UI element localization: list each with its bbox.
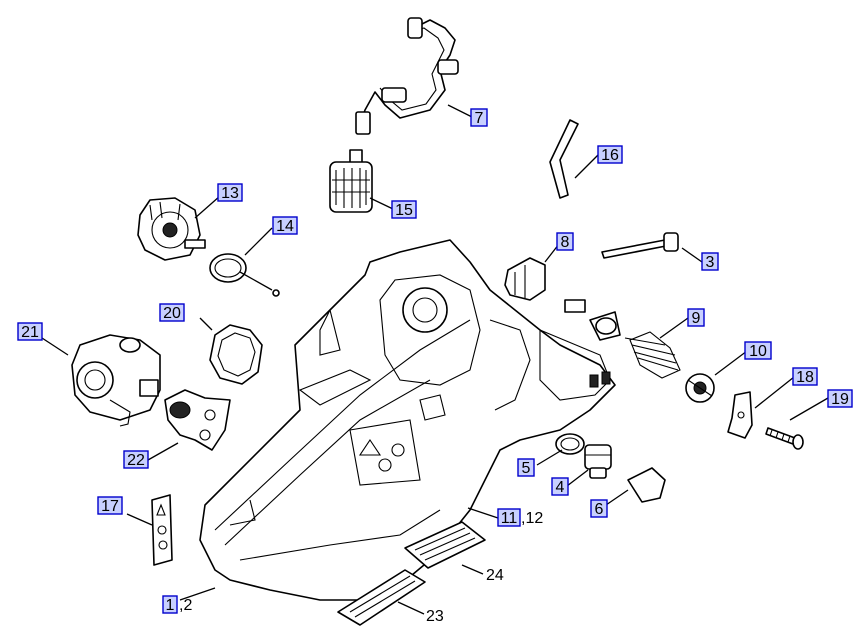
callout-11[interactable]: 11 ,12 xyxy=(497,508,543,527)
callout-20-number: 20 xyxy=(163,305,181,322)
callout-8[interactable]: 8 xyxy=(556,232,574,251)
spring-9-drawing xyxy=(564,299,681,379)
seal-ring-14-drawing xyxy=(209,253,280,297)
callout-4-number: 4 xyxy=(556,479,565,496)
leader-lines xyxy=(41,104,829,615)
callout-4[interactable]: 4 xyxy=(551,477,569,496)
callout-21[interactable]: 21 xyxy=(17,322,43,341)
carburetor-drawing xyxy=(71,334,161,427)
callout-10[interactable]: 10 xyxy=(744,341,772,360)
callout-11-number: 11 xyxy=(501,510,518,527)
fuel-hose-drawing xyxy=(355,17,459,135)
bracket-22-drawing xyxy=(164,389,231,451)
callout-1-number: 1 xyxy=(166,597,175,614)
bolt-3-drawing xyxy=(601,232,679,259)
callout-7-number: 7 xyxy=(475,110,484,127)
callout-6-number: 6 xyxy=(595,501,604,518)
callout-13[interactable]: 13 xyxy=(217,183,243,202)
callout-11-suffix: ,12 xyxy=(521,510,543,527)
callout-15[interactable]: 15 xyxy=(391,200,417,219)
plate-24-drawing xyxy=(404,521,486,569)
label-23: 24 xyxy=(486,567,504,584)
callout-3-number: 3 xyxy=(706,254,715,271)
callout-16[interactable]: 16 xyxy=(597,145,623,164)
callout-22[interactable]: 22 xyxy=(123,450,149,469)
callout-22-number: 22 xyxy=(127,452,145,469)
callout-17-number: 17 xyxy=(101,498,119,515)
main-housing-drawing xyxy=(199,239,616,601)
callout-13-number: 13 xyxy=(221,185,239,202)
callout-15-number: 15 xyxy=(395,202,413,219)
callout-21-number: 21 xyxy=(21,324,39,341)
callout-19[interactable]: 19 xyxy=(827,389,853,408)
callout-8-number: 8 xyxy=(561,234,570,251)
clip-18-drawing xyxy=(727,391,753,439)
callout-6[interactable]: 6 xyxy=(590,499,608,518)
callout-5[interactable]: 5 xyxy=(517,458,535,477)
plate-23-drawing xyxy=(337,569,426,626)
callout-17[interactable]: 17 xyxy=(97,496,123,515)
callout-10-number: 10 xyxy=(749,343,767,360)
hose-16-drawing xyxy=(549,119,579,199)
damper-10-drawing xyxy=(685,373,715,403)
callout-1[interactable]: 1 ,2 xyxy=(162,595,192,614)
label-24: 23 xyxy=(426,608,444,625)
callout-16-number: 16 xyxy=(601,147,619,164)
callout-5-number: 5 xyxy=(522,460,531,477)
grommet-8-drawing xyxy=(504,257,546,301)
callout-18-number: 18 xyxy=(796,369,814,386)
cap-6-drawing xyxy=(627,467,666,503)
warning-label-drawing xyxy=(151,494,173,566)
callout-9-number: 9 xyxy=(692,310,701,327)
callout-7[interactable]: 7 xyxy=(470,108,488,127)
callout-1-suffix: ,2 xyxy=(179,597,192,614)
fuel-filter-drawing xyxy=(329,149,373,213)
callout-14-number: 14 xyxy=(276,218,294,235)
callout-18[interactable]: 18 xyxy=(792,367,818,386)
callout-20[interactable]: 20 xyxy=(159,303,185,322)
callout-3[interactable]: 3 xyxy=(701,252,719,271)
screw-19-drawing xyxy=(765,427,804,450)
plug-4-drawing xyxy=(584,444,612,479)
gasket-drawing xyxy=(209,324,263,385)
tank-vent-drawing xyxy=(137,197,206,261)
callout-19-number: 19 xyxy=(831,391,849,408)
callout-14[interactable]: 14 xyxy=(272,216,298,235)
ring-5-drawing xyxy=(555,433,585,455)
callout-9[interactable]: 9 xyxy=(687,308,705,327)
